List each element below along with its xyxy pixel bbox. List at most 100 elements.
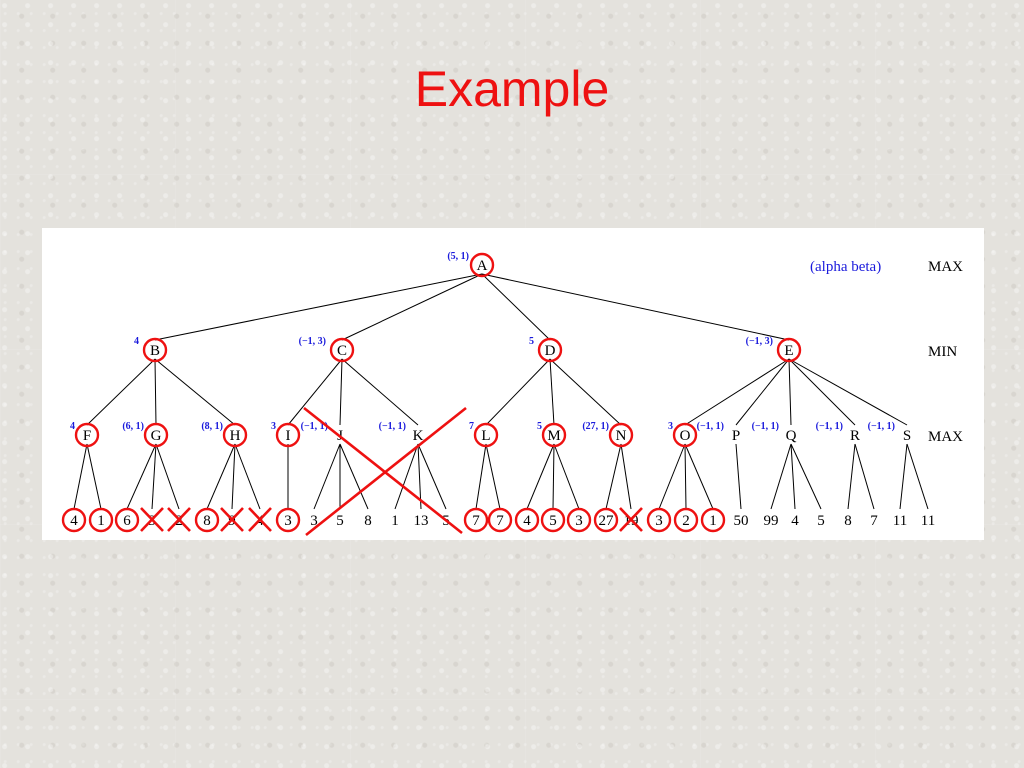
edge-H-leaf7	[234, 443, 261, 510]
subtree-prune-mark-a-0	[303, 406, 463, 535]
node-F-circle	[74, 422, 100, 448]
node-B-circle	[142, 337, 168, 363]
node-I-circle	[275, 422, 301, 448]
edge-M-leaf17	[526, 443, 555, 510]
node-K-alpha-beta: (−1, 1)	[379, 421, 406, 432]
node-N: N	[616, 428, 627, 444]
node-F-alpha-beta: 4	[70, 421, 75, 432]
edge-E-S	[788, 358, 908, 426]
leaf-8-circle	[275, 507, 301, 533]
node-D-circle	[537, 337, 563, 363]
leaf-20-circle	[593, 507, 619, 533]
nodes-layer: A(5, 1)B4C(−1, 3)D5E(−1, 3)F4G(6, 1)H(8,…	[70, 251, 935, 529]
node-G: G	[151, 428, 162, 444]
edge-S-leaf31	[899, 443, 908, 510]
edge-Q-leaf28	[790, 443, 822, 510]
node-R: R	[850, 428, 860, 444]
edge-M-leaf18	[552, 443, 555, 510]
edge-Q-leaf26	[770, 443, 792, 510]
edge-R-leaf29	[847, 443, 856, 510]
edge-O-leaf23	[684, 443, 687, 510]
leaf-11: 8	[364, 513, 372, 529]
node-I: I	[286, 428, 291, 444]
leaf-6-prune-mark-b	[220, 507, 244, 532]
leaf-4-prune-mark-b	[167, 507, 191, 532]
edge-E-O	[684, 358, 790, 426]
node-Q: Q	[786, 428, 797, 444]
node-O-circle	[672, 422, 698, 448]
leaf-12: 1	[391, 513, 399, 529]
node-L-alpha-beta: 7	[469, 421, 474, 432]
edge-L-leaf16	[485, 443, 501, 510]
node-K: K	[413, 428, 424, 444]
edge-A-C	[341, 273, 483, 341]
subtree-prune-mark-b-0	[305, 406, 467, 537]
edge-E-P	[735, 358, 790, 426]
level-label-max-top: MAX	[928, 259, 963, 275]
leaf-5: 8	[203, 513, 211, 529]
node-H-alpha-beta: (8, 1)	[201, 421, 223, 432]
node-A-alpha-beta: (5, 1)	[447, 251, 469, 262]
node-A-circle	[469, 252, 495, 278]
edge-S-leaf32	[906, 443, 929, 510]
leaf-29: 8	[844, 513, 852, 529]
leaf-25: 50	[734, 513, 749, 529]
node-C-circle	[329, 337, 355, 363]
leaf-26: 99	[764, 513, 779, 529]
alpha-beta-legend: (alpha beta)	[810, 259, 881, 275]
edge-H-leaf6	[231, 443, 236, 510]
node-E-alpha-beta: (−1, 3)	[746, 336, 773, 347]
edge-A-B	[154, 273, 483, 341]
node-J-alpha-beta: (−1, 1)	[301, 421, 328, 432]
leaf-20: 27	[599, 513, 615, 529]
leaf-5-circle	[194, 507, 220, 533]
prune-layer	[140, 406, 643, 537]
node-G-alpha-beta: (6, 1)	[122, 421, 144, 432]
leaf-23-circle	[673, 507, 699, 533]
edge-K-leaf12	[394, 443, 419, 510]
edge-C-K	[341, 358, 419, 426]
edge-R-leaf30	[854, 443, 875, 510]
leaf-8: 3	[284, 513, 292, 529]
edge-N-leaf21	[620, 443, 632, 510]
edge-C-I	[287, 358, 343, 426]
leaf-1: 1	[97, 513, 105, 529]
leaf-23: 2	[682, 513, 690, 529]
node-E: E	[784, 343, 793, 359]
edge-B-H	[154, 358, 236, 426]
node-O-alpha-beta: 3	[668, 421, 673, 432]
leaf-9: 3	[310, 513, 318, 529]
node-D-alpha-beta: 5	[529, 336, 534, 347]
edge-O-leaf22	[658, 443, 686, 510]
edge-M-leaf19	[553, 443, 580, 510]
edge-O-leaf24	[684, 443, 714, 510]
edge-K-leaf14	[417, 443, 447, 510]
node-P-alpha-beta: (−1, 1)	[697, 421, 724, 432]
edge-D-M	[549, 358, 555, 426]
edge-D-N	[549, 358, 622, 426]
leaf-17: 4	[523, 513, 531, 529]
leaf-22-circle	[646, 507, 672, 533]
edge-A-E	[481, 273, 790, 341]
edge-N-leaf20	[605, 443, 622, 510]
level-label-min: MIN	[928, 344, 957, 360]
node-M-alpha-beta: 5	[537, 421, 542, 432]
edge-E-Q	[788, 358, 792, 426]
edge-B-F	[86, 358, 156, 426]
node-G-circle	[143, 422, 169, 448]
edge-G-leaf2	[126, 443, 157, 510]
leaf-7-prune-mark-b	[248, 507, 272, 532]
leaf-18-circle	[540, 507, 566, 533]
edge-L-leaf15	[475, 443, 487, 510]
leaf-19: 3	[575, 513, 583, 529]
leaf-17-circle	[514, 507, 540, 533]
edge-F-leaf0	[73, 443, 88, 510]
node-L-circle	[473, 422, 499, 448]
node-S: S	[903, 428, 911, 444]
leaf-30: 7	[870, 513, 878, 529]
edge-F-leaf1	[86, 443, 102, 510]
node-S-alpha-beta: (−1, 1)	[868, 421, 895, 432]
slide-title: Example	[414, 61, 610, 117]
leaf-2: 6	[123, 513, 131, 529]
